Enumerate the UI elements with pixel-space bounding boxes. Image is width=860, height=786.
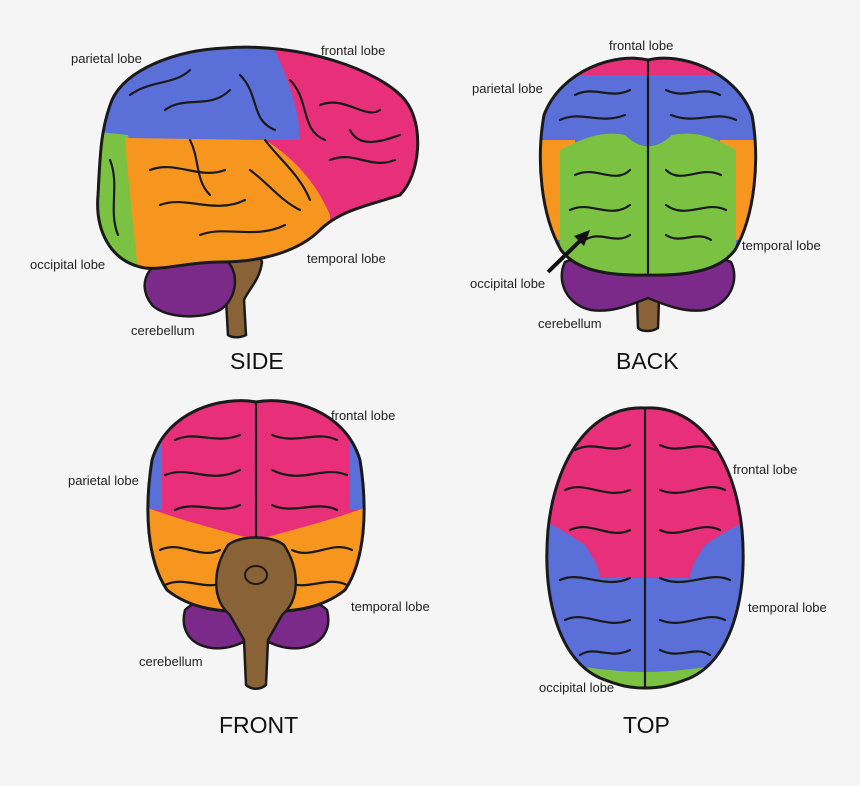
side-frontal-label: frontal lobe [321, 43, 386, 58]
front-cerebellum-label: cerebellum [139, 654, 203, 669]
front-brainstem-knot [244, 565, 268, 585]
back-frontal-label: frontal lobe [609, 38, 674, 53]
back-cerebellum-label: cerebellum [538, 316, 602, 331]
front-view-title: FRONT [219, 712, 299, 738]
side-temporal-label: temporal lobe [307, 251, 386, 266]
front-brainstem [215, 536, 297, 690]
back-occipital-arrow [546, 234, 587, 274]
front-frontal-label: frontal lobe [331, 408, 396, 423]
back-temporal-label: temporal lobe [742, 238, 821, 253]
top-view-title: TOP [623, 712, 670, 738]
back-occipital-label: occipital lobe [470, 276, 546, 291]
side-parietal-label: parietal lobe [71, 51, 142, 66]
front-temporal-label: temporal lobe [351, 599, 430, 614]
front-parietal-label: parietal lobe [68, 473, 139, 488]
back-parietal-label: parietal lobe [472, 81, 543, 96]
back-frontal-region [560, 58, 740, 75]
top-frontal-label: frontal lobe [733, 462, 798, 477]
side-occipital-label: occipital lobe [30, 257, 106, 272]
top-cerebrum-outline [545, 406, 745, 690]
back-cerebrum-outline [538, 56, 758, 277]
back-view-title: BACK [616, 348, 679, 374]
side-cerebrum-outline [96, 45, 420, 270]
top-occipital-label: occipital lobe [539, 680, 615, 695]
side-temporal-region [125, 138, 330, 269]
back-occipital-arrowhead [574, 230, 590, 246]
top-temporal-label: temporal lobe [748, 600, 827, 615]
side-cerebellum-label: cerebellum [131, 323, 195, 338]
side-view-title: SIDE [230, 348, 284, 374]
